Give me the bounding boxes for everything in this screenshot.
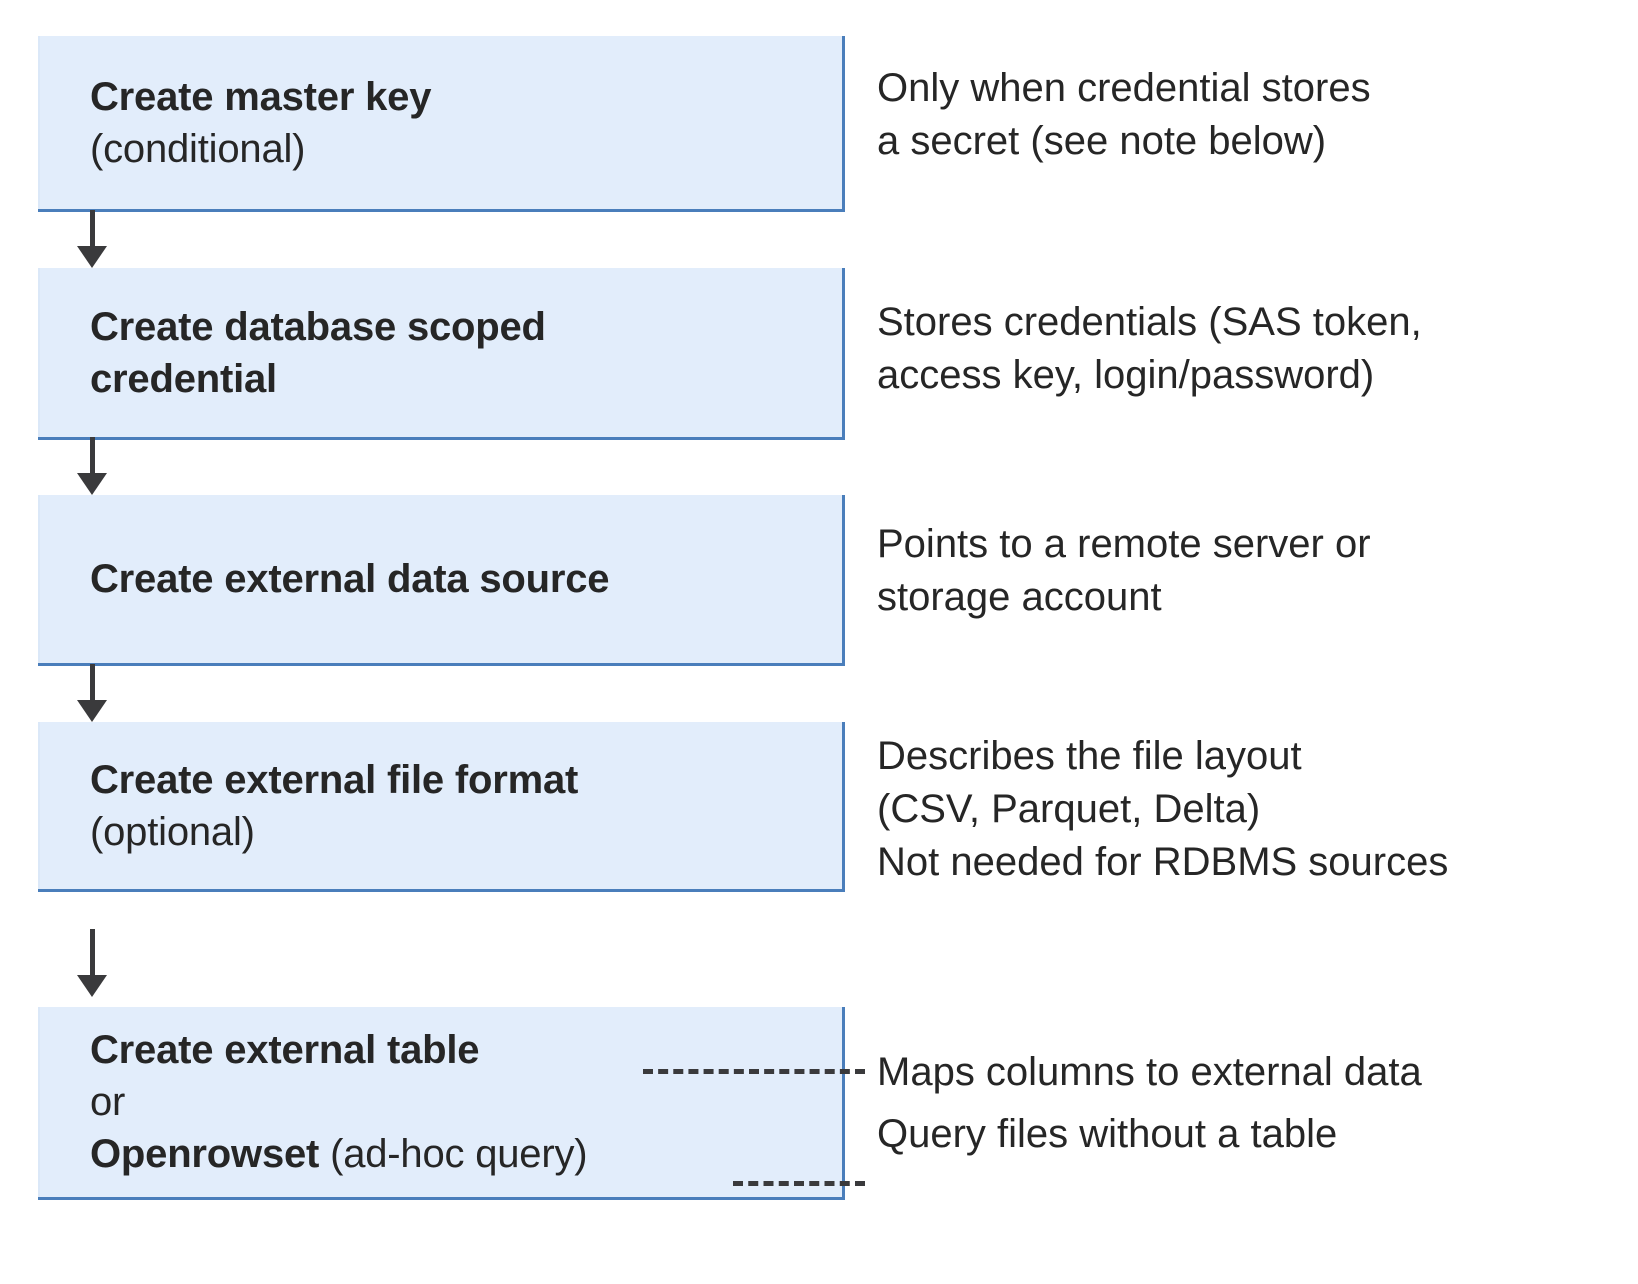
- step-title-create-external-file-format: Create external file format: [90, 757, 579, 802]
- step-title-line1: Create database scoped: [90, 304, 546, 349]
- note-create-master-key: Only when credential stores a secret (se…: [877, 62, 1371, 168]
- arrow-shaft: [90, 664, 95, 702]
- note-create-external-data-source: Points to a remote server or storage acc…: [877, 518, 1371, 624]
- note-line: (CSV, Parquet, Delta): [877, 787, 1261, 832]
- note-line: Not needed for RDBMS sources: [877, 840, 1449, 885]
- arrow-down-icon: [77, 437, 107, 497]
- note-line: storage account: [877, 575, 1162, 620]
- step-box-create-external-table-or-openrowset[interactable]: Create external table or Openrowset (ad-…: [38, 1007, 845, 1200]
- note-create-external-table: Maps columns to external data: [877, 1050, 1422, 1094]
- dashed-connector-external-table: [643, 1069, 865, 1074]
- arrow-head: [77, 246, 107, 268]
- arrow-down-icon: [77, 929, 107, 1007]
- note-openrowset: Query files without a table: [877, 1112, 1338, 1156]
- step-box-text: Create external data source: [38, 553, 842, 605]
- step-box-create-external-data-source[interactable]: Create external data source: [38, 495, 845, 666]
- note-line: access key, login/password): [877, 353, 1375, 398]
- step-title-create-external-table: Create external table: [90, 1028, 480, 1072]
- step-subtitle-conditional: (conditional): [90, 126, 306, 171]
- step-title-create-master-key: Create master key: [90, 74, 432, 119]
- step-conjunction-or: or: [90, 1080, 126, 1124]
- arrow-shaft: [90, 437, 95, 475]
- step-subtitle-optional: (optional): [90, 809, 255, 854]
- arrow-shaft: [90, 929, 95, 977]
- note-create-external-file-format: Describes the file layout (CSV, Parquet,…: [877, 730, 1448, 890]
- note-line: Describes the file layout: [877, 734, 1302, 778]
- openrowset-qualifier: (ad-hoc query): [319, 1132, 588, 1176]
- dashed-connector-openrowset: [733, 1181, 865, 1186]
- arrow-down-icon: [77, 210, 107, 270]
- step-box-create-database-scoped-credential[interactable]: Create database scoped credential: [38, 268, 845, 440]
- step-box-text: Create master key (conditional): [38, 71, 842, 175]
- step-box-text: Create database scoped credential: [38, 301, 842, 405]
- arrow-shaft: [90, 210, 95, 248]
- step-title-line2: credential: [90, 356, 277, 401]
- note-line: Stores credentials (SAS token,: [877, 300, 1422, 344]
- step-title-openrowset: Openrowset (ad-hoc query): [90, 1128, 828, 1180]
- step-box-text: Create external file format (optional): [38, 754, 842, 858]
- step-box-create-external-file-format[interactable]: Create external file format (optional): [38, 722, 845, 892]
- arrow-head: [77, 700, 107, 722]
- step-title-create-external-data-source: Create external data source: [90, 557, 610, 601]
- arrow-down-icon: [77, 664, 107, 724]
- note-line: a secret (see note below): [877, 119, 1327, 164]
- arrow-head: [77, 975, 107, 997]
- step-box-create-master-key[interactable]: Create master key (conditional): [38, 36, 845, 212]
- step-box-text: Create external table or Openrowset (ad-…: [38, 1024, 842, 1180]
- note-line: Only when credential stores: [877, 66, 1371, 110]
- note-line: Points to a remote server or: [877, 522, 1371, 566]
- note-create-database-scoped-credential: Stores credentials (SAS token, access ke…: [877, 296, 1422, 402]
- openrowset-keyword: Openrowset: [90, 1132, 320, 1176]
- arrow-head: [77, 473, 107, 495]
